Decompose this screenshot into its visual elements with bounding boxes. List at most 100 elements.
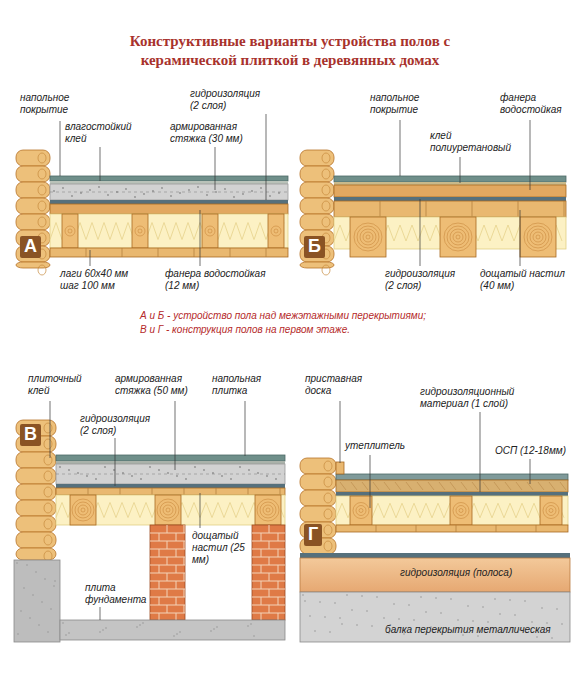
joist-ring xyxy=(363,232,373,242)
leader-line xyxy=(60,121,61,176)
leader-line xyxy=(530,459,531,484)
board-seam xyxy=(230,248,231,257)
brick-joint xyxy=(261,597,262,605)
board-seam xyxy=(184,488,185,495)
part-label: напольное покрытие xyxy=(20,92,90,116)
concrete-grain xyxy=(68,632,70,634)
osb-chip xyxy=(439,482,445,490)
pu-glue xyxy=(334,182,566,185)
leader-line xyxy=(530,120,531,190)
log-ring xyxy=(322,185,330,195)
brick-pillar xyxy=(150,525,185,620)
screed-grain xyxy=(134,196,136,198)
brick-joint xyxy=(269,557,270,565)
board-seam xyxy=(120,488,121,495)
osb-chip xyxy=(516,482,522,490)
joist-ring xyxy=(75,502,91,518)
screed-grain xyxy=(275,478,277,480)
joist-ring xyxy=(257,499,279,521)
log-wall xyxy=(16,214,50,230)
screed-grain xyxy=(62,187,64,189)
insulation xyxy=(336,496,568,525)
concrete-grain xyxy=(383,617,385,619)
brick-joint xyxy=(167,605,168,613)
concrete-grain xyxy=(339,617,341,619)
screed-grain xyxy=(242,193,244,195)
osb-chip xyxy=(351,482,357,490)
concrete-grain xyxy=(472,620,474,622)
concrete-grain xyxy=(509,599,511,601)
brick-joint xyxy=(261,533,262,541)
concrete-grain xyxy=(314,630,316,632)
floor-tile xyxy=(336,474,568,480)
leader-line xyxy=(370,455,371,508)
log-ring xyxy=(44,503,52,513)
leader-line xyxy=(200,210,201,266)
joist-ring xyxy=(450,229,466,245)
part-label: дощатый настил (25 мм) xyxy=(192,530,247,566)
screed-grain xyxy=(203,469,205,471)
osb-chip xyxy=(505,482,511,490)
log-ring xyxy=(38,185,46,195)
board-seam xyxy=(496,525,497,532)
log-wall xyxy=(16,166,50,182)
board-deck xyxy=(50,248,288,257)
joist-ring xyxy=(366,235,370,239)
concrete-grain xyxy=(54,580,56,582)
joist-ring xyxy=(356,506,366,516)
joist-ring xyxy=(160,502,176,518)
joist-ring xyxy=(135,226,145,236)
screed-grain xyxy=(248,469,250,471)
screed-grain xyxy=(107,194,109,196)
osb-chip xyxy=(406,482,412,490)
part-label: фанера водостойкая xyxy=(500,92,566,116)
screed-grain xyxy=(278,192,280,194)
part-label: утеплитель xyxy=(345,440,415,452)
concrete xyxy=(60,620,285,640)
board-seam xyxy=(248,488,249,495)
concrete-grain xyxy=(47,631,49,633)
board-seam xyxy=(266,248,267,257)
concrete-grain xyxy=(376,596,378,598)
brick-joint xyxy=(184,589,185,597)
joist-ring xyxy=(546,506,556,516)
joist-ring xyxy=(444,223,472,251)
joist-ring xyxy=(274,229,278,233)
leader-line xyxy=(215,147,216,190)
joist xyxy=(520,217,556,257)
concrete-grain xyxy=(62,622,64,624)
board-seam xyxy=(380,201,381,217)
concrete-grain xyxy=(136,626,138,628)
tile-glue xyxy=(50,181,288,184)
concrete-grain xyxy=(371,625,373,627)
insulation xyxy=(50,214,288,248)
brick-joint xyxy=(159,581,160,589)
leader-line xyxy=(266,114,267,200)
joist xyxy=(350,496,372,525)
screed-grain xyxy=(224,188,226,190)
diagram-title: Конструктивные варианты устройства полов… xyxy=(95,32,485,70)
insulation-fibre xyxy=(50,223,284,240)
part-label: дощатый настил (40 мм) xyxy=(480,268,565,292)
joist-ring xyxy=(456,506,466,516)
board-seam xyxy=(152,488,153,495)
log-ring xyxy=(44,535,52,545)
concrete-grain xyxy=(16,562,18,564)
log-ring xyxy=(44,471,52,481)
part-label: плиточный клей xyxy=(28,373,80,397)
leader-line xyxy=(480,412,481,492)
screed-grain xyxy=(125,188,127,190)
joist-ring xyxy=(453,232,463,242)
joist xyxy=(268,214,284,248)
joist-ring xyxy=(536,235,540,239)
board-seam xyxy=(564,201,565,217)
screed-grain xyxy=(86,475,88,477)
log-ring xyxy=(38,169,46,179)
brick-joint xyxy=(269,525,270,533)
waterproofing xyxy=(334,197,566,201)
log-ring xyxy=(44,455,52,465)
log-wall xyxy=(300,198,334,214)
floor-tile xyxy=(334,176,566,182)
brick-joint xyxy=(261,581,262,589)
